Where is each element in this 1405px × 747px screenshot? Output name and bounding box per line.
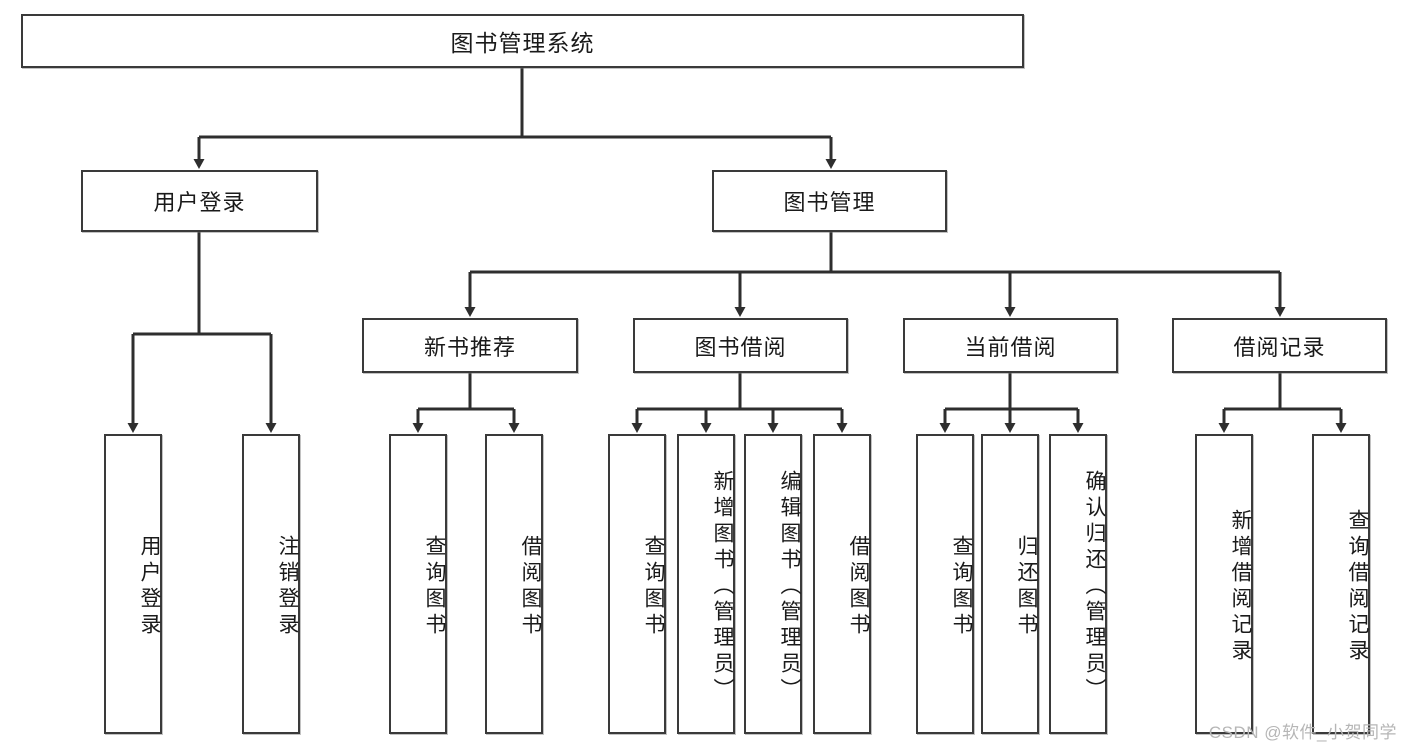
leaf-user-login-signout[interactable]: 注销登录	[242, 434, 300, 734]
node-root-system[interactable]: 图书管理系统	[21, 14, 1024, 68]
leaf-borrow-borrow-book[interactable]: 借阅图书	[813, 434, 871, 734]
leaf-borrow-add-book-admin[interactable]: 新增图书（管理员）	[677, 434, 735, 734]
leaf-label: 注销登录	[276, 535, 299, 639]
leaf-label: 归还图书	[1015, 535, 1038, 639]
watermark-text: CSDN @软件_小贺同学	[1208, 723, 1397, 742]
leaf-label: 查询借阅记录	[1346, 509, 1369, 665]
leaf-label: 新增图书（管理员）	[711, 470, 734, 704]
leaf-label: 查询图书	[950, 535, 973, 639]
leaf-label: 借阅图书	[519, 535, 542, 639]
leaf-label: 查询图书	[423, 535, 446, 639]
node-user-login[interactable]: 用户登录	[81, 170, 318, 232]
node-book-management[interactable]: 图书管理	[712, 170, 947, 232]
leaf-recommend-borrow-book[interactable]: 借阅图书	[485, 434, 543, 734]
leaf-record-query-record[interactable]: 查询借阅记录	[1312, 434, 1370, 734]
node-new-book-recommend[interactable]: 新书推荐	[362, 318, 578, 373]
leaf-current-query-book[interactable]: 查询图书	[916, 434, 974, 734]
leaf-current-return-book[interactable]: 归还图书	[981, 434, 1039, 734]
leaf-label: 确认归还（管理员）	[1083, 470, 1106, 704]
leaf-label: 借阅图书	[847, 535, 870, 639]
leaf-borrow-query-book[interactable]: 查询图书	[608, 434, 666, 734]
leaf-label: 新增借阅记录	[1229, 509, 1252, 665]
leaf-label: 用户登录	[138, 535, 161, 639]
leaf-label: 编辑图书（管理员）	[778, 470, 801, 704]
leaf-recommend-query-book[interactable]: 查询图书	[389, 434, 447, 734]
leaf-record-add-record[interactable]: 新增借阅记录	[1195, 434, 1253, 734]
node-current-borrow[interactable]: 当前借阅	[903, 318, 1118, 373]
leaf-current-confirm-return-admin[interactable]: 确认归还（管理员）	[1049, 434, 1107, 734]
leaf-borrow-edit-book-admin[interactable]: 编辑图书（管理员）	[744, 434, 802, 734]
node-borrow-record[interactable]: 借阅记录	[1172, 318, 1387, 373]
node-book-borrow[interactable]: 图书借阅	[633, 318, 848, 373]
leaf-user-login-signin[interactable]: 用户登录	[104, 434, 162, 734]
leaf-label: 查询图书	[642, 535, 665, 639]
